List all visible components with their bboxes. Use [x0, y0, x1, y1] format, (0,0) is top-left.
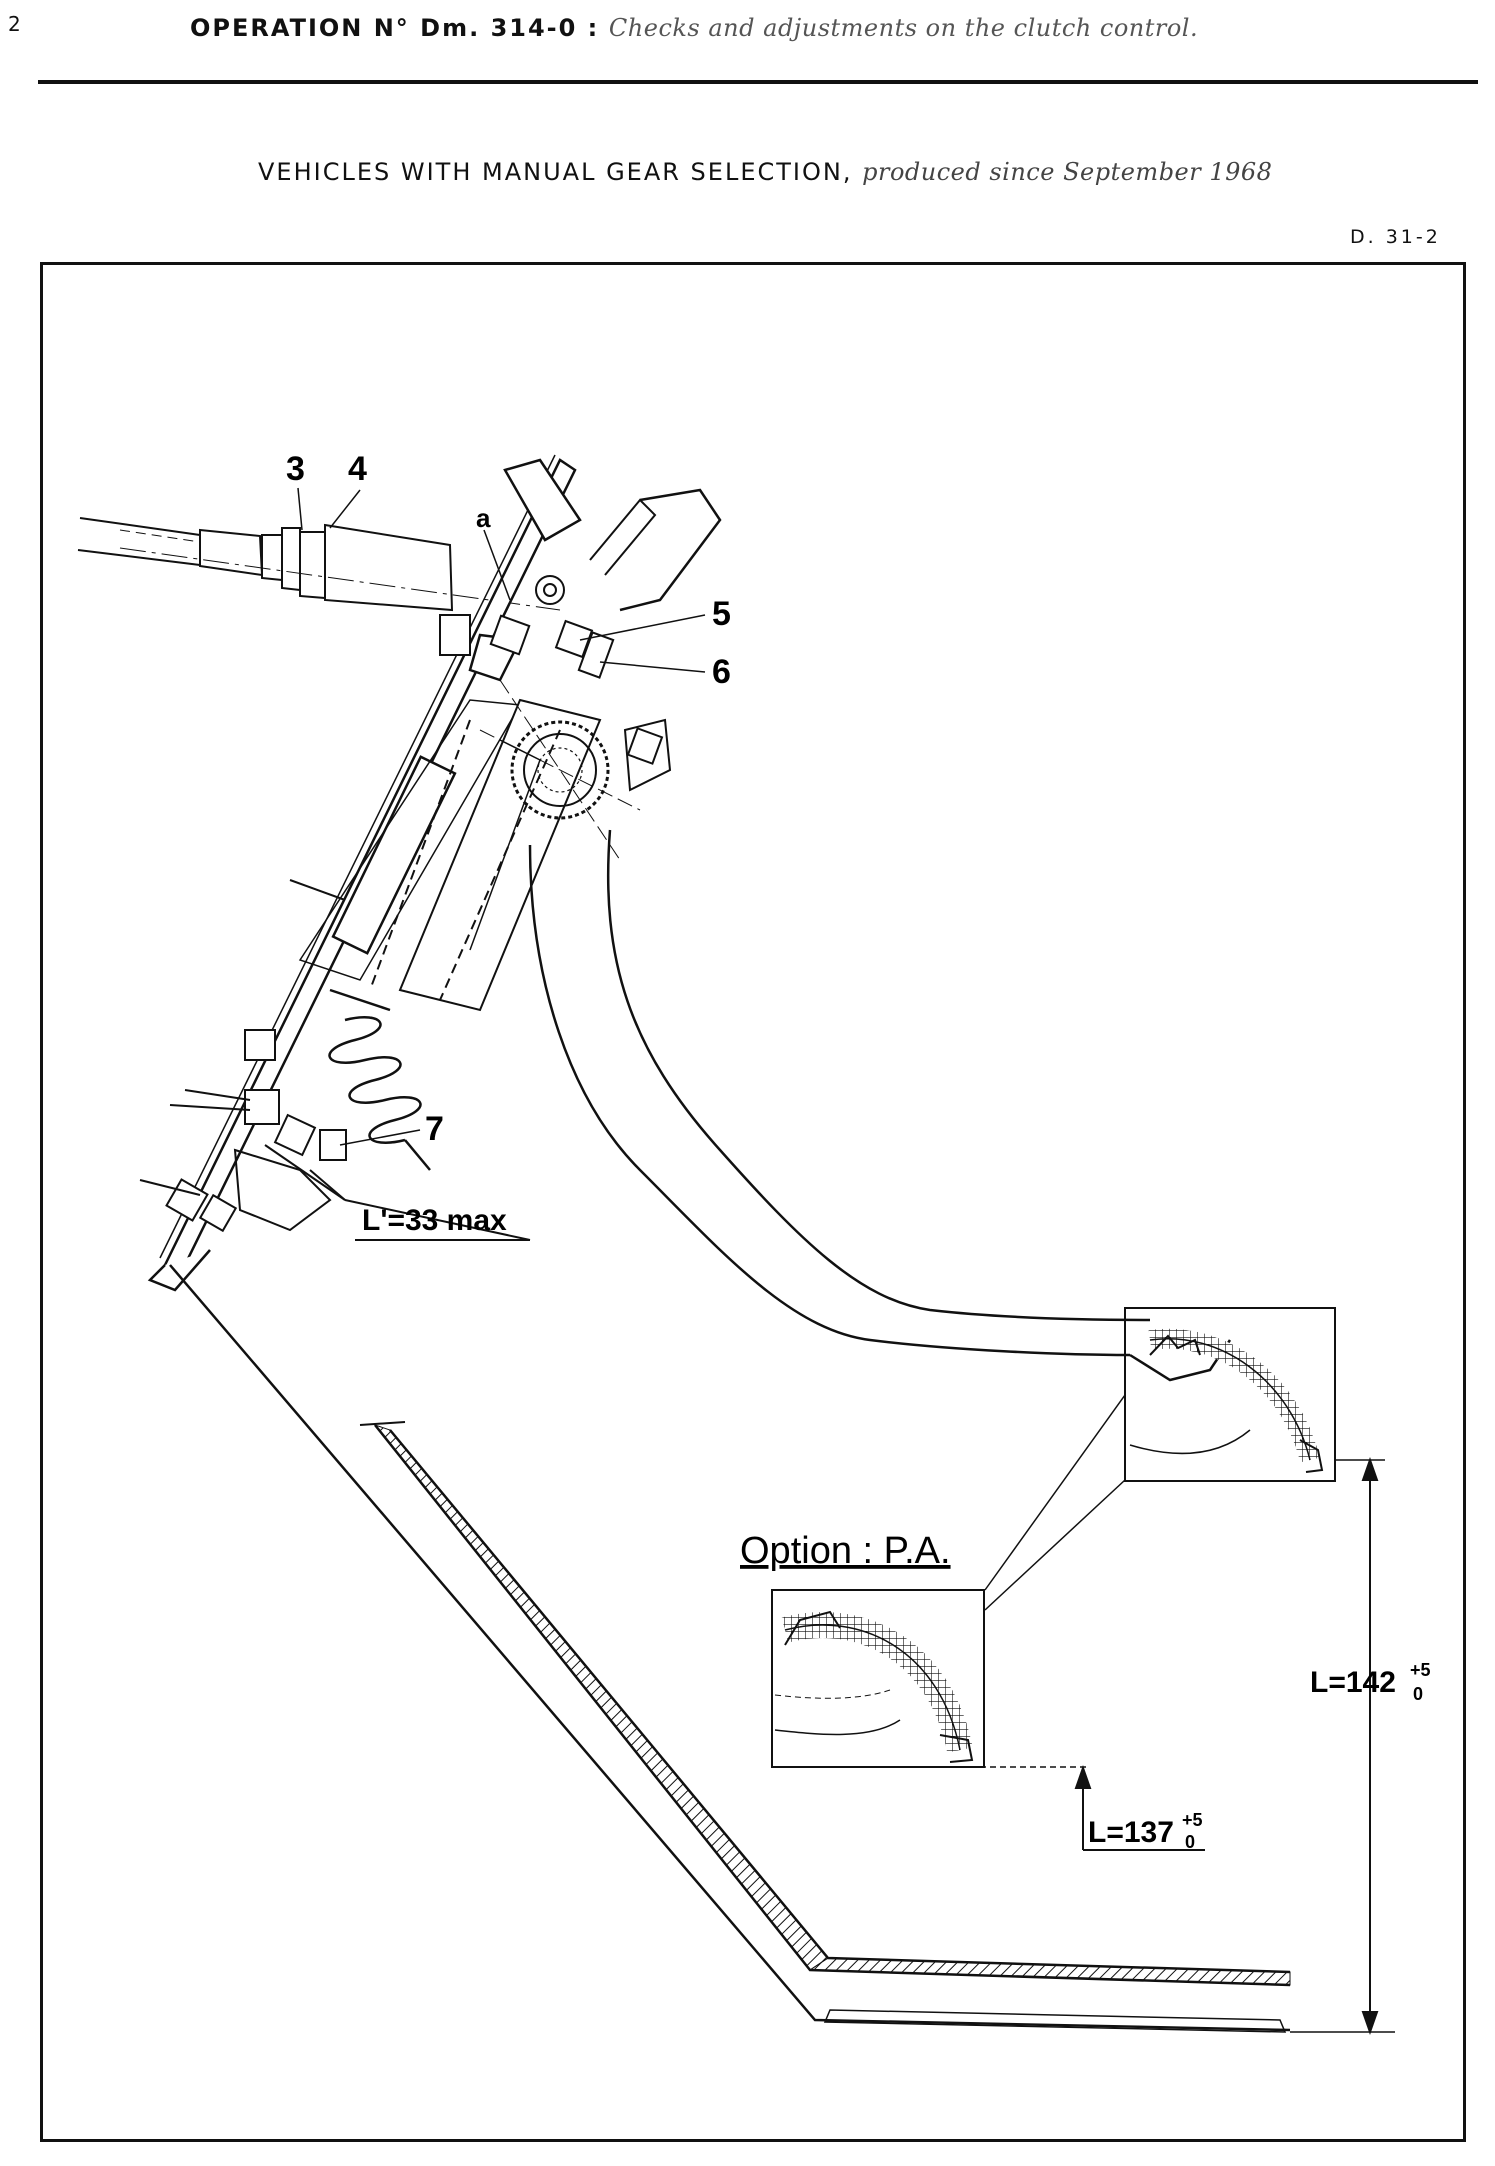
dimension-l-main-tol-upper: +5 — [1410, 1660, 1431, 1680]
clutch-cable — [77, 517, 561, 612]
callout-leaders — [297, 487, 706, 1146]
dimension-l-option-tol-upper: +5 — [1182, 1810, 1203, 1830]
return-spring — [328, 988, 431, 1171]
callout-3: 3 — [286, 450, 305, 488]
page-header: OPERATION N° Dm. 314-0 : Checks and adju… — [190, 14, 1198, 42]
clutch-lever — [369, 488, 722, 1012]
callout-a: a — [476, 503, 491, 533]
operation-subtitle: Checks and adjustments on the clutch con… — [608, 14, 1199, 42]
pedal-bracket — [147, 454, 582, 1292]
callout-7: 7 — [425, 1110, 444, 1148]
dimension-l-main-tol-lower: 0 — [1413, 1684, 1423, 1704]
operation-title: OPERATION N° Dm. 314-0 : — [190, 14, 600, 42]
pedal-pad-detail — [1124, 1307, 1336, 1482]
pedal-pivot — [479, 679, 672, 861]
dimension-l-option-tol-lower: 0 — [1185, 1832, 1195, 1852]
section-title: VEHICLES WITH MANUAL GEAR SELECTION, pro… — [258, 158, 1272, 186]
adjuster-nuts — [439, 575, 615, 679]
section-title-main: VEHICLES WITH MANUAL GEAR SELECTION, — [258, 158, 853, 186]
page-number: 2 — [8, 12, 21, 36]
dimension-lines — [264, 1144, 1379, 2036]
detail-connectors — [980, 1394, 1395, 2033]
pedal-arm — [528, 829, 1232, 1382]
floor-panel — [169, 1264, 1291, 2033]
dimension-l-main: L=142 — [1310, 1666, 1396, 1699]
callout-6: 6 — [712, 653, 731, 691]
header-rule — [38, 80, 1478, 84]
option-label: Option : P.A. — [740, 1530, 951, 1572]
option-pad-detail — [771, 1589, 985, 1768]
dimension-l-prime: L'=33 max — [362, 1204, 507, 1237]
dimension-l-option: L=137 — [1088, 1816, 1174, 1849]
section-title-produced: produced since September 1968 — [862, 158, 1273, 186]
callout-5: 5 — [712, 595, 731, 633]
reference-code: D. 31-2 — [1350, 226, 1441, 248]
callout-4: 4 — [348, 450, 367, 488]
drawing-frame — [40, 262, 1466, 2142]
lower-fixings — [139, 879, 347, 1233]
